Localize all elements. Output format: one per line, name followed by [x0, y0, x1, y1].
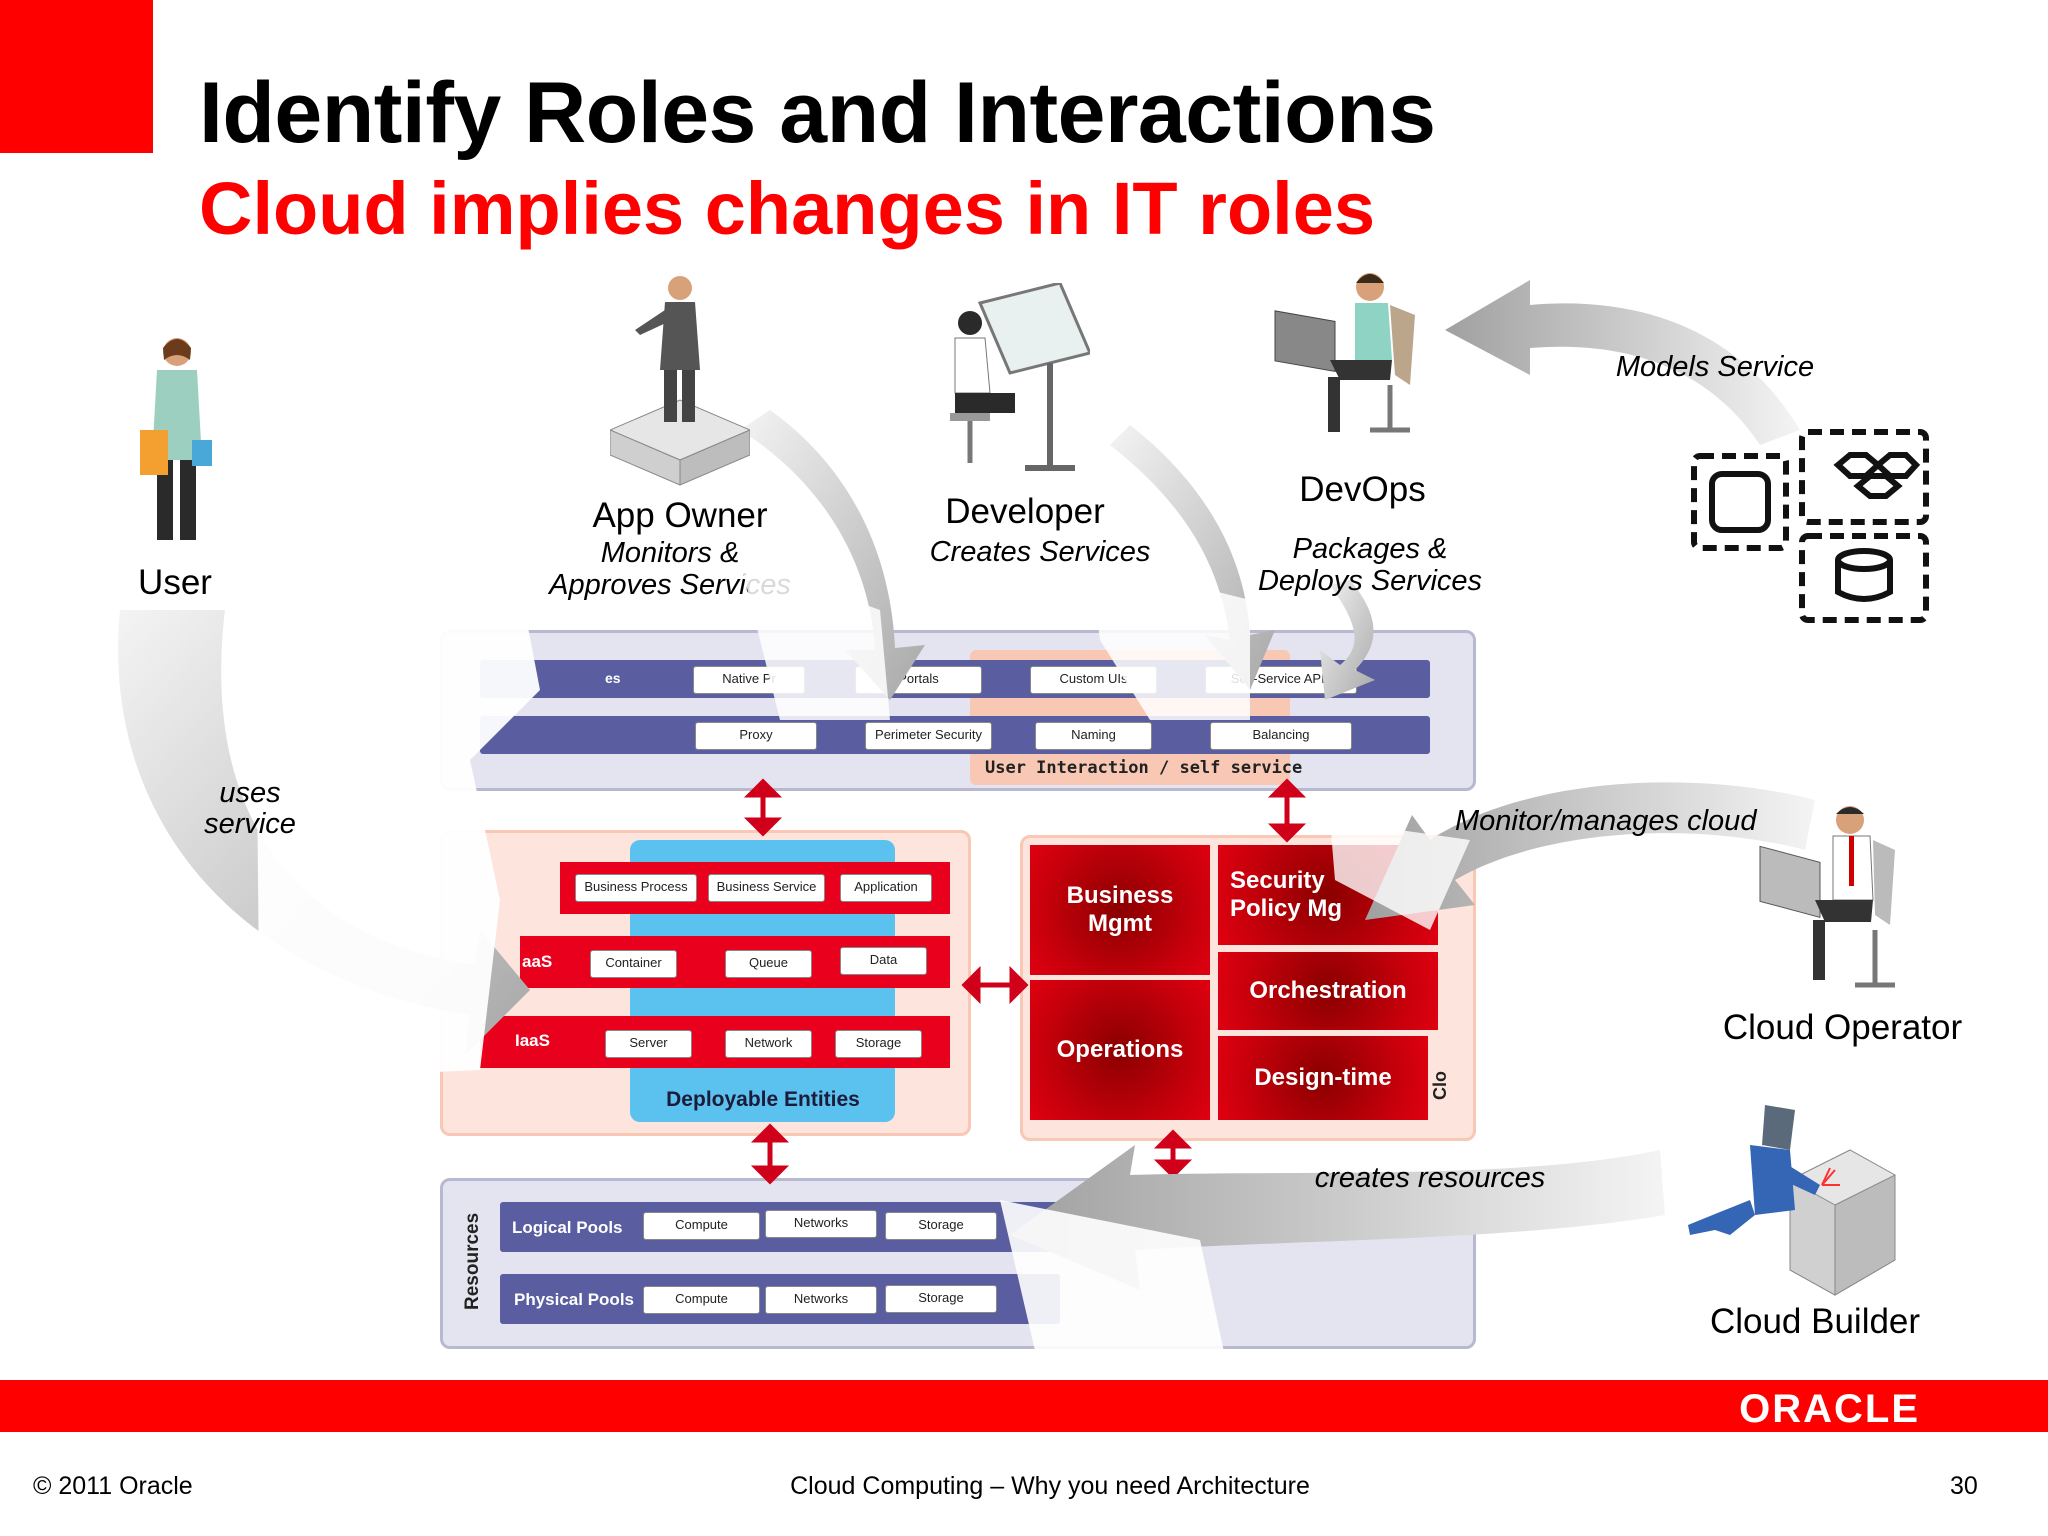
models-service-label: Models Service: [1615, 351, 1815, 383]
pill-data: Data: [840, 947, 927, 975]
user-interaction-panel: [440, 630, 1476, 791]
physical-pools-label: Physical Pools: [514, 1290, 634, 1309]
models-service-arrow: [1445, 280, 1800, 445]
slide-subtitle: Cloud implies changes in IT roles: [199, 167, 1376, 250]
user-interaction-label: User Interaction / self service: [985, 758, 1303, 778]
pill-physical-storage: Storage: [885, 1285, 997, 1313]
pill-server: Server: [605, 1030, 692, 1058]
pill-storage: Storage: [835, 1030, 922, 1058]
deployable-entities-label: Deployable Entities: [666, 1088, 860, 1111]
pill-container: Container: [590, 950, 677, 978]
app-owner-figure-icon: [610, 276, 750, 486]
service-models-icon: [1691, 429, 1929, 623]
paas-label: aaS: [522, 952, 553, 971]
footer-bar: [0, 1380, 2048, 1432]
developer-name: Developer: [945, 492, 1105, 531]
pill-queue: Queue: [725, 950, 812, 978]
pill-business-process: Business Process: [575, 874, 697, 902]
pill-naming: Naming: [1035, 722, 1152, 750]
orchestration-label: Orchestration: [1249, 977, 1407, 1004]
monitor-manages-arrow: [1365, 782, 1815, 920]
business-mgmt-line2: Mgmt: [1088, 910, 1152, 937]
pill-balancing: Balancing: [1210, 722, 1352, 750]
devops-name: DevOps: [1299, 470, 1426, 509]
design-time-label: Design-time: [1254, 1064, 1392, 1091]
uses-service-line2: service: [204, 808, 296, 840]
devops-arrow: [1320, 580, 1375, 700]
creates-resources-label: creates resources: [1314, 1162, 1546, 1194]
pill-business-service: Business Service: [708, 874, 825, 902]
uses-service-label: uses service: [190, 778, 310, 840]
pill-network: Network: [725, 1030, 812, 1058]
user-figure-icon: [140, 338, 212, 540]
uses-service-line1: uses: [219, 777, 281, 809]
design-time-box: Design-time: [1218, 1036, 1428, 1120]
top-band-partial-label: es: [605, 670, 621, 686]
pill-logical-compute: Compute: [643, 1212, 760, 1240]
devops-desc-line1: Packages &: [1292, 533, 1448, 565]
devops-desc-line2: Deploys Services: [1257, 565, 1483, 597]
security-line2: Policy Mg: [1230, 895, 1343, 922]
copyright-text: © 2011 Oracle: [33, 1472, 193, 1500]
security-line1: Security: [1230, 867, 1325, 894]
orchestration-box: Orchestration: [1218, 952, 1438, 1030]
cloud-operator-name: Cloud Operator: [1722, 1008, 1963, 1047]
operations-label: Operations: [1056, 1036, 1184, 1063]
developer-desc: Creates Services: [929, 536, 1151, 568]
cloud-operator-figure-icon: [1759, 806, 1895, 988]
brand-corner-block: [0, 0, 153, 153]
cloud-builder-figure-icon: [1688, 1105, 1896, 1296]
creates-resources-arrow: [1010, 1145, 1665, 1290]
app-owner-name: App Owner: [592, 496, 768, 535]
architecture-diagram: es Native Pr Portals Custom UIs Self-Ser…: [440, 630, 1480, 1350]
oracle-logo: ORACLE: [1739, 1387, 1920, 1431]
uses-service-arrow: [118, 610, 531, 1055]
slide-title: Identify Roles and Interactions: [199, 65, 1436, 161]
monitor-manages-label: Monitor/manages cloud: [1455, 805, 1757, 837]
app-owner-desc-line1: Monitors &: [600, 537, 740, 569]
pill-physical-compute: Compute: [643, 1286, 760, 1314]
pill-perimeter-security: Perimeter Security: [865, 722, 992, 750]
pill-logical-networks: Networks: [765, 1210, 877, 1238]
diagram-connectors: [743, 778, 1307, 1185]
page-number: 30: [1950, 1472, 1978, 1500]
pill-proxy: Proxy: [695, 722, 817, 750]
user-name: User: [138, 563, 212, 602]
devops-figure-icon: [1274, 273, 1415, 433]
logical-pools-label: Logical Pools: [512, 1218, 623, 1237]
pill-application: Application: [840, 874, 932, 902]
developer-figure-icon: [950, 283, 1090, 471]
cloud-builder-name: Cloud Builder: [1709, 1302, 1921, 1341]
pill-physical-networks: Networks: [765, 1286, 877, 1314]
footer-center-text: Cloud Computing – Why you need Architect…: [790, 1472, 1310, 1500]
iaas-label: IaaS: [515, 1031, 550, 1050]
business-mgmt-line1: Business: [1066, 882, 1174, 909]
pill-logical-storage: Storage: [885, 1212, 997, 1240]
operations-box: Operations: [1030, 980, 1210, 1120]
